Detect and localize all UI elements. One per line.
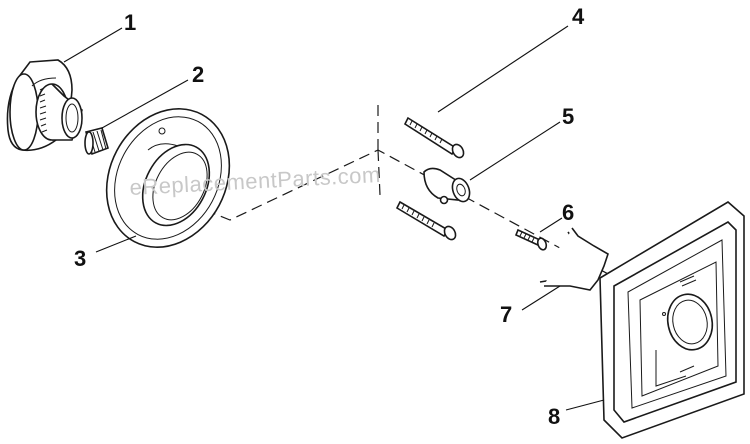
callout-3: 3 [74, 246, 86, 271]
callout-numbers: 1 2 3 4 5 6 7 8 [74, 4, 585, 429]
part-4-mounting-screws [395, 116, 465, 241]
leader-4 [437, 25, 569, 113]
leader-8 [565, 399, 605, 411]
callout-2: 2 [192, 62, 204, 87]
callout-5: 5 [562, 104, 574, 129]
part-3-escutcheon-ring [105, 108, 231, 248]
callout-6: 6 [562, 200, 574, 225]
callout-8: 8 [548, 404, 560, 429]
part-2-spline-adapter [84, 127, 109, 156]
part-6-screw [514, 228, 548, 251]
leader-3 [95, 235, 137, 253]
leader-2 [101, 79, 189, 129]
part-7-retaining-clip [539, 227, 609, 291]
leader-5 [469, 121, 561, 181]
callout-4: 4 [572, 4, 585, 29]
part-5-coupling-nut [423, 167, 471, 205]
part-1-valve-housing [6, 59, 83, 152]
leader-1 [63, 27, 123, 63]
leader-6 [539, 217, 563, 233]
assembly-centerline [204, 105, 741, 346]
leader-lines [63, 25, 605, 411]
callout-7: 7 [500, 302, 512, 327]
callout-1: 1 [124, 10, 136, 35]
leader-7 [521, 285, 561, 311]
part-8-trim-plate [599, 201, 745, 439]
